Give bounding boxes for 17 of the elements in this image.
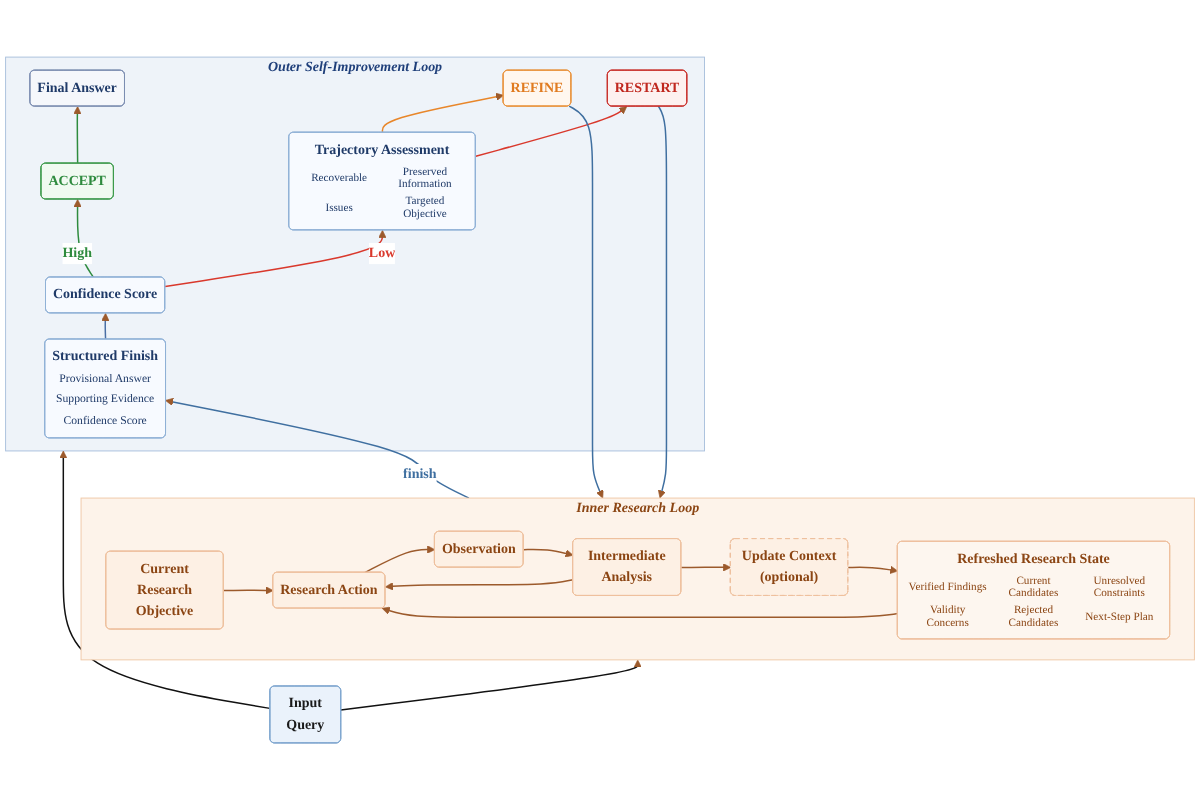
arrow	[101, 312, 110, 341]
arrow	[657, 105, 668, 499]
arrow	[164, 229, 387, 288]
arrow	[364, 545, 436, 574]
arrow	[59, 450, 271, 710]
arrow	[165, 397, 470, 499]
arrow	[73, 106, 82, 165]
arrow	[680, 563, 732, 572]
arrow	[340, 659, 642, 711]
arrow	[223, 586, 274, 595]
arrow	[568, 105, 604, 499]
arrow	[385, 579, 574, 591]
arrow	[381, 92, 504, 134]
arrow	[522, 548, 574, 558]
arrow	[847, 565, 899, 574]
arrow	[381, 606, 899, 618]
arrow	[475, 106, 628, 158]
